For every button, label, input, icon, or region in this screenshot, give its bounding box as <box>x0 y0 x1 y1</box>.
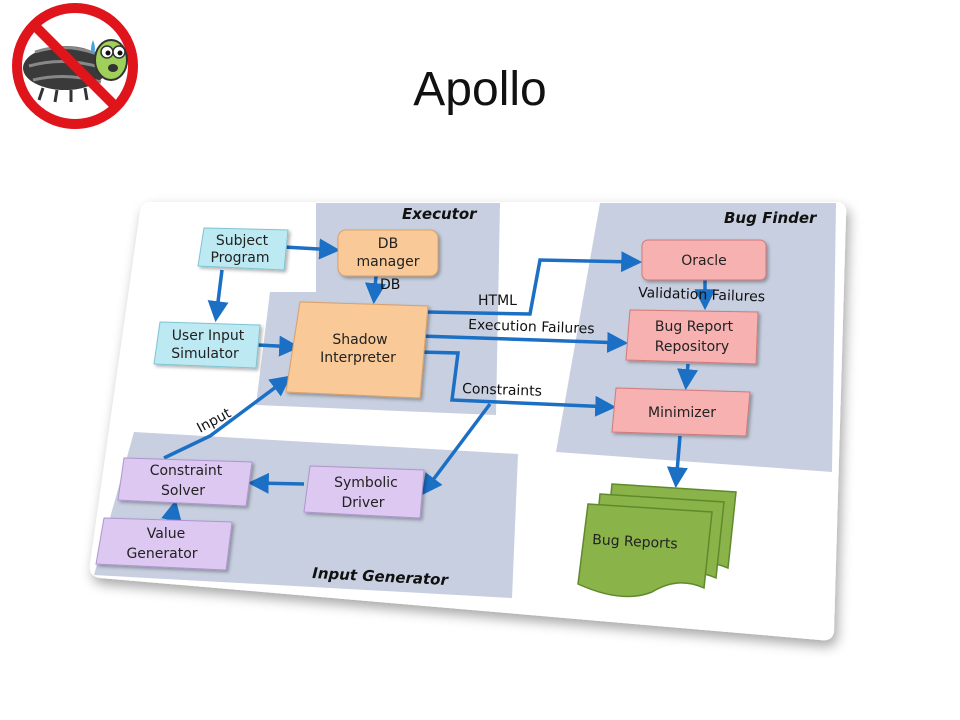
edge-label-html: HTML <box>478 293 517 309</box>
arrow-db-to-shadow <box>364 275 386 305</box>
shadow-interpreter-box: Shadow Interpreter <box>285 301 429 399</box>
no-bugs-icon <box>12 3 138 129</box>
bug-reports-documents: Bug Reports <box>577 483 737 598</box>
svg-text:Interpreter: Interpreter <box>320 350 396 366</box>
symbolic-driver-box: Symbolic Driver <box>303 465 425 519</box>
user-input-simulator-box: User Input Simulator <box>153 321 261 369</box>
svg-text:Simulator: Simulator <box>171 346 239 362</box>
arrow-value-to-solver <box>161 499 182 523</box>
arrow-subject-to-simulator <box>207 269 229 323</box>
svg-text:Program: Program <box>210 250 269 266</box>
db-manager-box: DB manager <box>337 229 439 277</box>
edge-label-constraints: Constraints <box>462 381 542 400</box>
arrow-constraints-to-driver <box>421 402 492 496</box>
diagram-arrows <box>161 238 716 523</box>
constraint-solver-box: Constraint Solver <box>117 457 253 507</box>
svg-text:Symbolic: Symbolic <box>334 475 398 491</box>
arrow-minimizer-to-reports <box>666 435 688 489</box>
input-generator-panel <box>94 432 518 598</box>
arrow-shadow-to-oracle <box>425 251 643 316</box>
no-bugs-logo <box>12 3 138 129</box>
svg-text:User Input: User Input <box>172 328 245 344</box>
svg-text:Generator: Generator <box>126 546 197 562</box>
bug-reports-label: Bug Reports <box>592 532 678 552</box>
svg-text:Oracle: Oracle <box>681 253 727 269</box>
slide-title: Apollo <box>413 63 547 116</box>
svg-text:DB: DB <box>378 236 398 252</box>
arrow-repository-to-minimizer <box>677 363 698 391</box>
arrow-shadow-to-minimizer <box>417 350 617 417</box>
svg-text:Value: Value <box>147 526 185 542</box>
svg-text:Shadow: Shadow <box>332 332 387 348</box>
edge-label-db: DB <box>380 277 400 293</box>
bug-finder-panel-title: Bug Finder <box>724 209 818 227</box>
subject-program-box: Subject Program <box>197 227 289 271</box>
bug-report-repository-box: Bug Report Repository <box>625 309 759 365</box>
executor-panel-title: Executor <box>402 205 478 223</box>
minimizer-box: Minimizer <box>611 387 751 437</box>
arrow-driver-to-solver <box>247 472 305 494</box>
svg-text:Constraint: Constraint <box>150 463 223 479</box>
svg-text:Bug Report: Bug Report <box>655 319 734 335</box>
edge-label-execution-failures: Execution Failures <box>468 317 595 337</box>
edge-label-validation-failures: Validation Failures <box>638 285 765 305</box>
svg-text:Repository: Repository <box>655 339 729 355</box>
arrow-subject-to-db <box>283 238 341 260</box>
arrow-simulator-to-shadow <box>257 335 301 357</box>
svg-text:Driver: Driver <box>341 495 384 511</box>
svg-text:manager: manager <box>357 254 420 270</box>
oracle-box: Oracle <box>641 239 767 281</box>
svg-text:Solver: Solver <box>161 483 205 499</box>
arrow-solver-to-shadow <box>163 375 292 460</box>
svg-text:Subject: Subject <box>216 233 269 249</box>
svg-text:Minimizer: Minimizer <box>648 405 716 421</box>
value-generator-box: Value Generator <box>95 517 233 571</box>
arrow-shadow-to-repository <box>419 331 629 353</box>
